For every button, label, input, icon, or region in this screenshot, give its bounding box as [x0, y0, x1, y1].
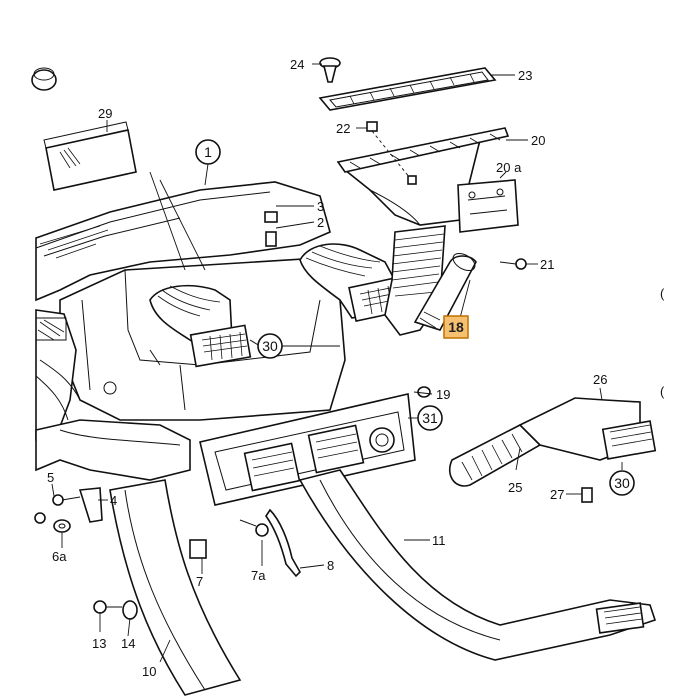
leader-lines — [51, 63, 623, 663]
control-panel-31 — [199, 393, 416, 506]
callout-30-left-text: 30 — [262, 338, 278, 354]
label-14: 14 — [121, 636, 135, 651]
defroster-duct-20 — [336, 127, 519, 233]
air-tube-18 — [413, 252, 477, 331]
callout-30-right-text: 30 — [614, 475, 630, 491]
label-3: 3 — [317, 199, 324, 214]
clip-24 — [319, 57, 341, 83]
nut-22 — [366, 121, 378, 132]
clip-7 — [189, 539, 207, 559]
callout-30-right: 30 — [609, 470, 635, 496]
label-7a: 7a — [251, 568, 266, 583]
screw-13 — [93, 600, 122, 614]
label-7: 7 — [196, 574, 203, 589]
callout-18-highlight: 18 — [443, 315, 469, 339]
hose-25 — [448, 424, 542, 487]
callout-1-text: 1 — [204, 144, 212, 160]
label-8: 8 — [327, 558, 334, 573]
label-21: 21 — [540, 257, 554, 272]
outlet-26 — [518, 397, 657, 461]
callout-31-text: 31 — [422, 410, 438, 426]
label-19: 19 — [436, 387, 450, 402]
floor-duct-11 — [298, 469, 657, 661]
hose-8 — [265, 508, 301, 578]
label-23: 23 — [518, 68, 532, 83]
label-20: 20 — [531, 133, 545, 148]
clip-27 — [581, 487, 593, 503]
label-20a: 20 a — [496, 160, 522, 175]
plate-29 — [43, 121, 137, 191]
label-13: 13 — [92, 636, 106, 651]
left-heater-duct — [35, 309, 191, 481]
washer-14 — [122, 600, 138, 620]
screw-2 — [265, 231, 277, 247]
screw-5 — [52, 494, 81, 506]
callout-1: 1 — [195, 139, 221, 165]
callout-18-text: 18 — [448, 319, 464, 335]
clip-19 — [417, 386, 431, 398]
washer-6a — [34, 512, 71, 533]
vent-grille-23 — [318, 67, 497, 111]
floor-duct-10 — [109, 479, 242, 696]
label-6a: 6a — [52, 549, 67, 564]
label-26: 26 — [593, 372, 607, 387]
label-5: 5 — [47, 470, 54, 485]
callout-31: 31 — [417, 405, 443, 431]
callout-30-left: 30 — [257, 333, 283, 359]
dashboard-frame — [35, 181, 331, 302]
label-11: 11 — [432, 533, 446, 548]
label-22: 22 — [336, 121, 350, 136]
label-2: 2 — [317, 215, 324, 230]
clip-3 — [264, 211, 278, 223]
label-29: 29 — [98, 106, 112, 121]
left-outlet-hose — [149, 284, 252, 368]
label-24: 24 — [290, 57, 304, 72]
screw-21 — [499, 258, 527, 270]
margin-mark-1: ( — [660, 286, 665, 301]
label-27: 27 — [550, 487, 564, 502]
label-4: 4 — [110, 493, 117, 508]
label-25: 25 — [508, 480, 522, 495]
label-10: 10 — [142, 664, 156, 679]
plug-cap — [31, 67, 57, 91]
bracket-4 — [78, 487, 103, 523]
screw-7a — [239, 519, 269, 537]
margin-mark-2: ( — [660, 384, 665, 399]
